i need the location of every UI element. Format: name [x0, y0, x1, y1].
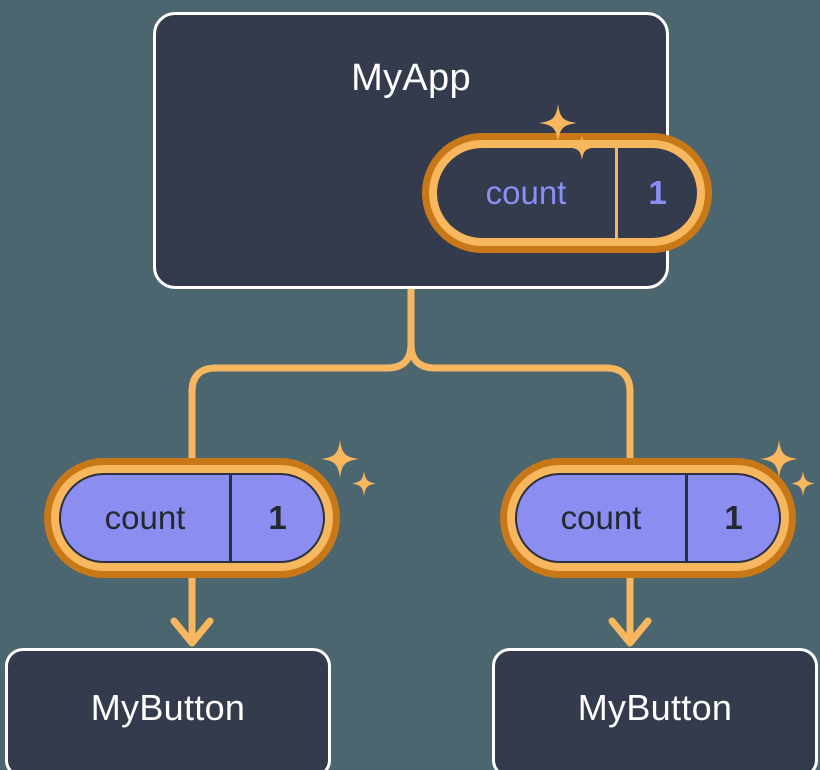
state-pill-body: count 1	[515, 473, 781, 563]
wire-arrowhead-right	[608, 617, 652, 647]
state-key-label: count	[104, 499, 186, 536]
state-pill-body: count 1	[437, 148, 697, 238]
component-card-mybutton-right[interactable]: MyButton	[492, 648, 818, 770]
state-pill-body: count 1	[59, 473, 325, 563]
state-pill-inner-ring: count 1	[507, 465, 789, 571]
component-label: MyButton	[577, 687, 733, 728]
sparkle-small-icon	[352, 471, 376, 496]
state-pill-branch-left[interactable]: count 1	[44, 458, 340, 578]
state-value-label: 1	[229, 475, 323, 561]
state-pill-inner-ring: count 1	[51, 465, 333, 571]
state-pill-inner-ring: count 1	[429, 140, 705, 246]
state-pill-branch-right[interactable]: count 1	[500, 458, 796, 578]
state-value-label: 1	[615, 148, 697, 238]
state-value-label: 1	[685, 475, 779, 561]
state-pill-myapp[interactable]: count 1	[422, 133, 712, 253]
page-title: MyApp	[351, 57, 471, 99]
wire-branch-left	[188, 340, 415, 462]
state-key-label: count	[560, 499, 642, 536]
sparkle-large-icon	[321, 440, 359, 478]
wire-arrowhead-left	[170, 617, 214, 647]
state-key-label: count	[485, 174, 567, 211]
component-card-mybutton-left[interactable]: MyButton	[5, 648, 331, 770]
sparkle-small-icon	[791, 471, 815, 496]
component-card-myapp[interactable]: MyApp count 1	[153, 12, 712, 289]
component-label: MyButton	[90, 687, 246, 728]
wire-branch-right	[407, 340, 634, 462]
